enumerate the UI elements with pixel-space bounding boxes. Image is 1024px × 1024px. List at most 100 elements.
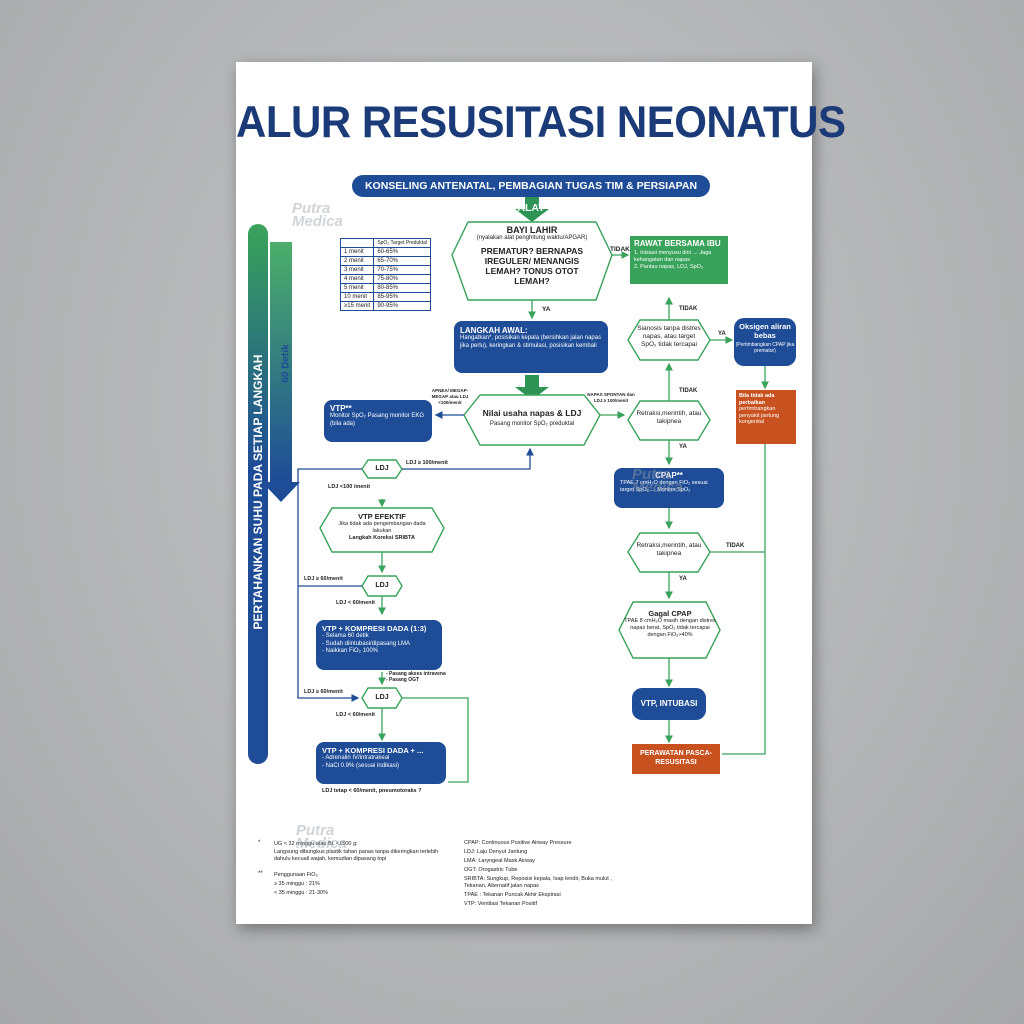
gagal-title: Gagal CPAP [648, 609, 692, 618]
perawatan-label: PERAWATAN PASCA-RESUSITASI [640, 750, 712, 766]
glossary-ogt: OGT: Orogastric Tube [464, 867, 518, 873]
footnote-star-1: * [258, 840, 261, 846]
ya-label: YA [542, 306, 551, 313]
nilai-node: Nilai usaha napas & LDJ Pasang monitor S… [472, 408, 592, 427]
ya-label-2: YA [718, 331, 726, 337]
oksigen-sub: (Pertimbangkan CPAP jika prematur) [735, 342, 795, 354]
pasang-akses-label: - Pasang akses intravena [386, 671, 446, 677]
kompresi2-title: VTP + KOMPRESI DADA + ... [322, 746, 424, 755]
table-cell: ≥15 menit [339, 301, 375, 311]
vtp-efektif-bold: Langkah Koreksi SRIBTA [349, 535, 415, 541]
vtp-efektif-text: Jika tidak ada pengembangan dada lakukan [338, 521, 426, 534]
tidak-label-2: TIDAK [679, 306, 698, 312]
birth-subtitle: (nyalakan alat penghitung waktu/APGAR) [476, 235, 588, 241]
glossary-tpae: TPAE : Tekanan Puncak Akhir Ekspirasi [464, 892, 561, 898]
ya-label-3: YA [679, 444, 687, 450]
nilai-subtitle: Pasang monitor SpO₂ preduktal [489, 421, 575, 427]
table-cell: 75-80% [373, 274, 431, 284]
side-bar-text: PERTAHANKAN SUHU PADA SETIAP LANGKAH [251, 354, 265, 630]
footnote-star-2: ** [258, 871, 263, 877]
footnote-1a: UG < 32 minggu atau BL <1500 g: [274, 841, 358, 847]
birth-node: BAYI LAHIR (nyalakan alat penghitung wak… [458, 225, 606, 286]
vtp-text: Monitor SpO₂ Pasang monitor EKG (bila ad… [330, 413, 425, 427]
ya-label-4: YA [679, 576, 687, 582]
vtp-efektif-node: VTP EFEKTIF Jika tidak ada pengembangan … [332, 512, 432, 542]
cpap-box: CPAP** TPAE 7 cmH₂O dengan FiO₂ sesuai t… [614, 468, 724, 508]
watermark: Putra Medica [292, 200, 343, 230]
perawatan-box: PERAWATAN PASCA-RESUSITASI [632, 744, 720, 774]
nilai-title: Nilai usaha napas & LDJ [482, 408, 582, 418]
sixty-detik-label: 60 Detik [280, 344, 292, 383]
glossary-ldj: LDJ: Laju Denyut Jantung [464, 849, 528, 855]
glossary-lma: LMA: Laryngeal Mask Airway [464, 858, 535, 864]
vtp-box: VTP** Monitor SpO₂ Pasang monitor EKG (b… [324, 400, 432, 442]
poster: ALUR RESUSITASI NEONATUS KONSELING ANTEN… [236, 62, 846, 924]
birth-title: BAYI LAHIR [506, 225, 558, 235]
kompresi-item-1: - Selama 60 detik [322, 633, 369, 639]
kompresi-box: VTP + KOMPRESI DADA (1:3) - Selama 60 de… [316, 620, 442, 670]
oksigen-title: Oksigen aliran bebas [739, 322, 791, 340]
table-header [339, 238, 375, 248]
kompresi-adrenalin-box: VTP + KOMPRESI DADA + ... - Adrenalin IV… [316, 742, 446, 784]
vtp-title: VTP** [330, 404, 352, 413]
footnote-2a: Penggunaan FiO₂ [274, 872, 318, 878]
pasang-ogt-label: - Pasang OGT [386, 677, 420, 683]
kompresi2-item-1: - Adrenalin IV/intratrakeal [322, 755, 390, 761]
oksigen-box: Oksigen aliran bebas (Pertimbangkan CPAP… [734, 318, 796, 366]
table-header: SpO₂ Target Preduktal [373, 238, 431, 248]
vtp-efektif-title: VTP EFEKTIF [358, 512, 406, 521]
kompresi-item-3: - Naikkan FiO₂ 100% [322, 648, 379, 654]
glossary-cpap: CPAP: Continuous Positive Airway Pressur… [464, 840, 572, 846]
table-cell: 60-65% [373, 247, 431, 257]
langkah-awal-text: Hangatkan*, posisikan kepala (bersihkan … [460, 335, 602, 349]
cpap-title: CPAP** [655, 471, 683, 480]
table-cell: 4 menit [339, 274, 375, 284]
langkah-awal-title: LANGKAH AWAL: [460, 326, 528, 335]
gagal-text: TPAE 8 cmH₂O masih dengan distres napas … [624, 618, 716, 638]
rawat-item-2: 2. Pantau napas, LDJ, SpO₂ [634, 264, 704, 270]
ldj-node-3: LDJ [375, 694, 389, 701]
retraksi-node-1: Retraksi,merintih, atau takipnea [636, 410, 702, 425]
footnote-2c: < 35 minggu : 21-30% [274, 890, 328, 896]
watermark: Putra Medica [296, 822, 347, 852]
birth-question: PREMATUR? BERNAPAS IREGULER/ MENANGIS LE… [480, 246, 584, 286]
side-bar [248, 224, 268, 764]
glossary-sribta: SRIBTA: Sungkup, Reposisi kepala, Isap l… [464, 876, 612, 889]
footnote-1b: Langsung dibungkus plastik tahan panas t… [274, 849, 439, 862]
vtp-intubasi-label: VTP, INTUBASI [640, 699, 698, 708]
table-cell: 85-95% [373, 292, 431, 302]
watermark: Putra Medica [632, 466, 683, 496]
kompresi-item-2: - Sudah diintubasi/dipasang LMA [322, 640, 411, 647]
table-cell: 10 menit [339, 292, 375, 302]
table-cell: 90-95% [373, 301, 431, 311]
tidak-label: TIDAK [610, 246, 630, 253]
ldj-ge60-label: LDJ ≥ 60/menit [304, 576, 343, 582]
vtp-intubasi-box: VTP, INTUBASI [632, 688, 706, 720]
ldj-lt100-label: LDJ <100 /menit [328, 484, 371, 490]
table-cell: 2 menit [339, 256, 375, 266]
top-bar: KONSELING ANTENATAL, PEMBAGIAN TUGAS TIM… [352, 175, 710, 214]
ldj-lt60-label-2: LDJ < 60/menit [336, 712, 375, 718]
tidak-label-3: TIDAK [679, 388, 698, 394]
ldj-node-1: LDJ [375, 465, 389, 472]
kompresi2-item-2: - NaCl 0.9% (sesuai indikasi) [322, 762, 400, 769]
cpap-text: TPAE 7 cmH₂O dengan FiO₂ sesuai target S… [620, 480, 708, 493]
top-bar-text: KONSELING ANTENATAL, PEMBAGIAN TUGAS TIM… [364, 180, 698, 214]
ldj-node-2: LDJ [375, 582, 389, 589]
table-cell: 70-75% [373, 265, 431, 275]
apnea-label: APNEA/ MEGAP-MEGAP atau LDJ <100/menit [431, 388, 469, 405]
gagal-cpap-node: Gagal CPAP TPAE 8 cmH₂O masih dengan dis… [624, 609, 716, 639]
table-cell: 80-85% [373, 283, 431, 293]
sianosis-node: Sianosis tanpa distres napas, atau targe… [637, 325, 701, 348]
bila-bold: Bila tidak ada perbaikan [739, 393, 775, 406]
bila-text: pertimbangkan penyakit jantung kongenita… [739, 406, 780, 425]
kompresi-title: VTP + KOMPRESI DADA (1:3) [322, 624, 427, 633]
retraksi-node-2: Retraksi,merintih, atau takipnea [636, 542, 702, 557]
ldj-tetap-label: LDJ tetap < 60/menit, pneumotoraks ? [322, 788, 422, 794]
